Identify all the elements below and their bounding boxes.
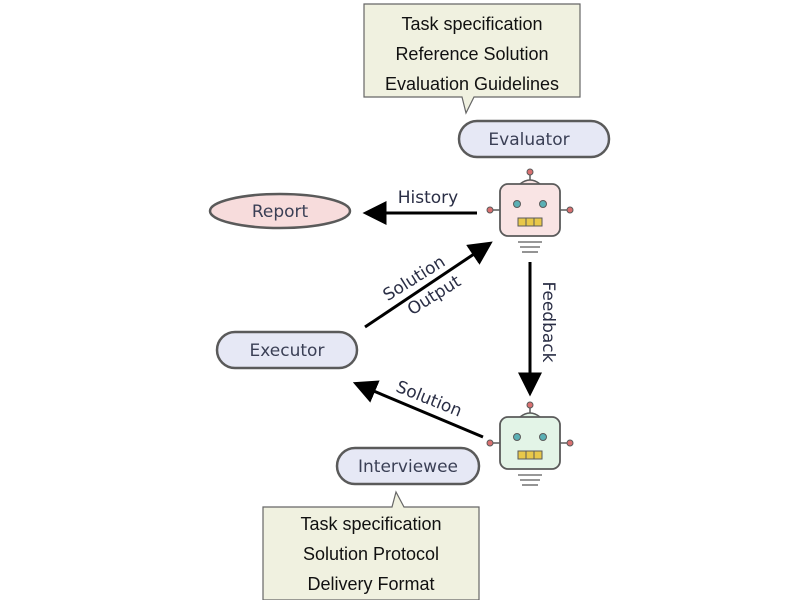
solution-output-arrow [364,241,493,329]
report-label: Report [252,202,309,222]
executor-node[interactable]: Executor [215,330,359,370]
robot-icon [486,401,574,486]
evaluator-note-line-1: Task specification [401,14,542,34]
interviewee-note-line-1: Task specification [300,514,441,534]
executor-label: Executor [250,341,325,361]
evaluator-note-line-2: Reference Solution [395,44,548,64]
feedback-label: Feedback [538,282,558,363]
solution-arrow [352,380,484,439]
history-label: History [398,188,458,208]
evaluator-note-line-3: Evaluation Guidelines [385,74,559,94]
evaluator-note: Task specification Reference Solution Ev… [363,3,581,115]
interviewee-note: Task specification Solution Protocol Del… [262,490,480,600]
interviewee-label: Interviewee [358,457,458,477]
interviewee-note-line-2: Solution Protocol [303,544,439,564]
report-node[interactable]: Report [208,192,352,230]
interviewee-node[interactable]: Interviewee [335,446,481,486]
evaluator-node[interactable]: Evaluator [457,119,611,159]
robot-icon [486,168,574,253]
interviewee-note-line-3: Delivery Format [307,574,434,594]
evaluator-label: Evaluator [488,130,569,150]
